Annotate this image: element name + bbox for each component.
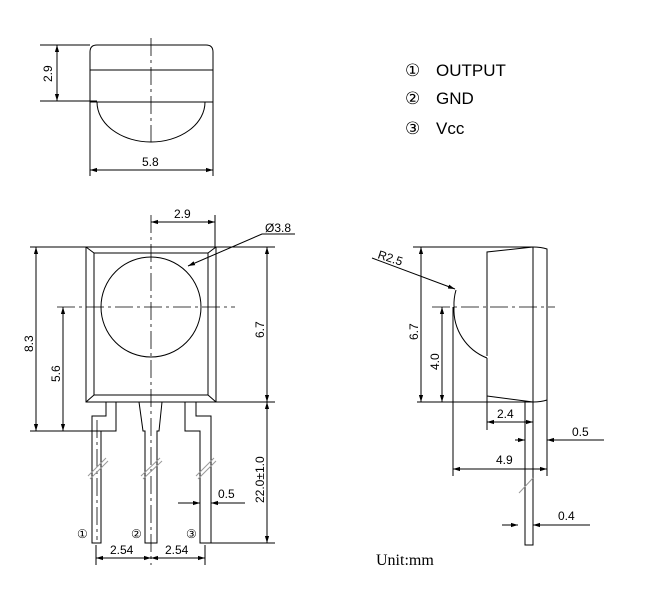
radius-dim: R2.5	[376, 248, 405, 269]
pin-1-number: ①	[405, 61, 420, 80]
pin-marker-2: ②	[131, 527, 142, 541]
side-lead	[524, 401, 534, 546]
lead-length-dim: 22.0±1.0	[253, 456, 267, 503]
pin-2-label: GND	[436, 89, 474, 108]
flange-dim: 0.5	[572, 425, 589, 439]
top-view: 2.9 5.8	[40, 38, 214, 176]
body-height-dim: 6.7	[253, 321, 267, 338]
pitch-dim-1: 2.54	[110, 543, 134, 557]
pin-2-lead	[138, 401, 163, 544]
pin-legend: ① OUTPUT ② GND ③ Vcc	[405, 61, 506, 138]
lens-offset-dim: 2.9	[174, 207, 191, 221]
front-view: 2.9 Ø3.8 8.3 5.6 6.7 22.0±1.0 0.5 2.54 2…	[22, 207, 295, 565]
pin-3-label: Vcc	[436, 119, 465, 138]
pin-3-lead	[184, 402, 212, 544]
side-lens-center-dim: 4.0	[428, 353, 442, 370]
lead-width-dim: 0.5	[218, 487, 235, 501]
pitch-dim-2: 2.54	[165, 543, 189, 557]
pin-marker-3: ③	[186, 527, 197, 541]
pin-marker-1: ①	[77, 527, 88, 541]
pin-2-number: ②	[405, 89, 420, 108]
side-view: R2.5 6.7 4.0 2.4 0.5 4.9 0.4 Unit:mm	[371, 246, 604, 569]
pin-1-lead	[91, 402, 117, 544]
top-height-dim: 2.9	[41, 65, 55, 82]
side-body-height-dim: 6.7	[407, 323, 421, 340]
unit-label: Unit:mm	[376, 552, 434, 569]
lens-center-height-dim: 5.6	[49, 365, 63, 382]
pin-1-label: OUTPUT	[436, 61, 506, 80]
body-depth-dim: 2.4	[497, 407, 514, 421]
total-height-dim: 8.3	[22, 335, 36, 352]
lens-diameter-dim: Ø3.8	[265, 221, 291, 235]
total-depth-dim: 4.9	[496, 453, 513, 467]
lead-thickness-dim: 0.4	[558, 509, 575, 523]
top-width-dim: 5.8	[142, 155, 159, 169]
pin-3-number: ③	[405, 119, 420, 138]
